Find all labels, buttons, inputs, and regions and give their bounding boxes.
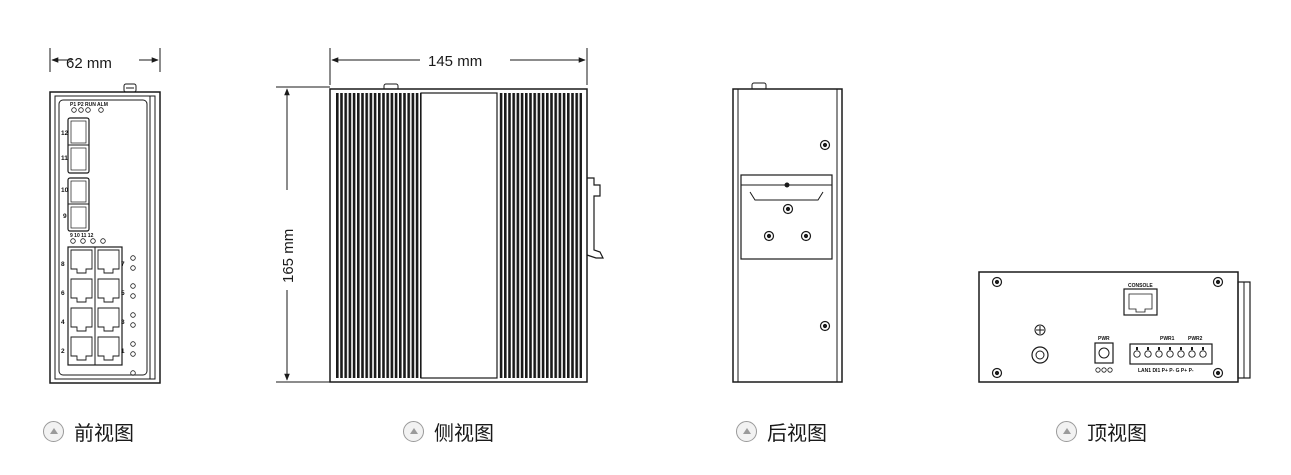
rj45-label-2: 2	[61, 348, 65, 355]
ground-screw	[1031, 346, 1049, 364]
sfp-label-9: 9	[63, 213, 67, 220]
terminal-pin	[1199, 350, 1207, 358]
rj45-port	[70, 307, 93, 332]
port-led	[130, 351, 136, 357]
terminal-block	[1129, 343, 1213, 365]
terminal-pin	[1133, 350, 1141, 358]
din-rail-bracket	[740, 174, 833, 260]
terminal-pin	[1177, 350, 1185, 358]
rj45-port	[97, 249, 120, 274]
triangle-up-icon	[1056, 420, 1077, 442]
rj45-label-4: 4	[61, 319, 65, 326]
pwr-label: PWR	[1098, 336, 1110, 342]
caption-side-label: 侧视图	[434, 420, 494, 445]
din-clip	[586, 177, 604, 259]
terminal-pin	[1188, 350, 1196, 358]
back-screws	[763, 139, 831, 332]
triangle-up-icon	[43, 420, 64, 442]
port-led	[130, 265, 136, 271]
top-housing	[978, 271, 1239, 383]
rj45-port	[70, 278, 93, 303]
sfp-label-10: 10	[61, 187, 69, 194]
pwr2-label: PWR2	[1188, 336, 1203, 342]
port-led	[130, 255, 136, 261]
front-view	[49, 48, 161, 384]
front-led-labels: P1 P2 RUN ALM	[70, 102, 108, 108]
terminal-pin	[1155, 350, 1163, 358]
rj45-port	[97, 278, 120, 303]
side-view	[276, 48, 604, 383]
heatsink-fins-right	[499, 93, 582, 378]
rj45-label-7: 7	[121, 261, 125, 268]
console-port	[1123, 288, 1158, 316]
port-led	[130, 293, 136, 299]
rj45-port	[70, 249, 93, 274]
pwr1-label: PWR1	[1160, 336, 1175, 342]
dim-side-width: 145 mm	[428, 53, 482, 70]
rj45-label-1: 1	[121, 348, 125, 355]
terminal-pin-labels: LAN1 DI1 P+ P- G P+ P-	[1138, 368, 1194, 374]
rj45-label-8: 8	[61, 261, 65, 268]
dc-power-jack	[1094, 342, 1114, 364]
rj45-ports	[70, 249, 120, 361]
sfp-label-11: 11	[61, 155, 68, 162]
dim-front-width: 62 mm	[66, 55, 112, 72]
caption-top: 顶视图	[1056, 416, 1147, 446]
port-led	[130, 370, 136, 376]
port-leds	[130, 255, 136, 376]
rj45-port	[70, 336, 93, 361]
rj45-label-6: 6	[61, 290, 65, 297]
terminal-pins	[1133, 347, 1207, 358]
caption-side: 侧视图	[403, 416, 494, 446]
triangle-up-icon	[736, 420, 757, 442]
dim-side-height: 165 mm	[280, 229, 297, 283]
rj45-label-3: 3	[121, 319, 125, 326]
front-face	[58, 99, 148, 376]
side-label-panel	[420, 92, 498, 379]
terminal-pin	[1166, 350, 1174, 358]
port-led	[130, 322, 136, 328]
port-led	[130, 312, 136, 318]
caption-front: 前视图	[43, 416, 134, 446]
sfp-label-12: 12	[61, 130, 69, 137]
terminal-pin	[1144, 350, 1152, 358]
caption-back: 后视图	[736, 416, 827, 446]
port-led	[130, 341, 136, 347]
port-led	[130, 283, 136, 289]
rj45-port	[97, 307, 120, 332]
caption-top-label: 顶视图	[1087, 420, 1147, 445]
top-view	[978, 271, 1251, 383]
rj45-port	[97, 336, 120, 361]
back-view	[732, 82, 843, 383]
caption-front-label: 前视图	[74, 420, 134, 445]
sfp-led-labels: 9 10 11 12	[70, 233, 94, 239]
caption-back-label: 后视图	[767, 420, 827, 445]
heatsink-fins-left	[335, 93, 421, 378]
triangle-up-icon	[403, 420, 424, 442]
console-label: CONSOLE	[1128, 283, 1153, 289]
rj45-label-5: 5	[121, 290, 125, 297]
